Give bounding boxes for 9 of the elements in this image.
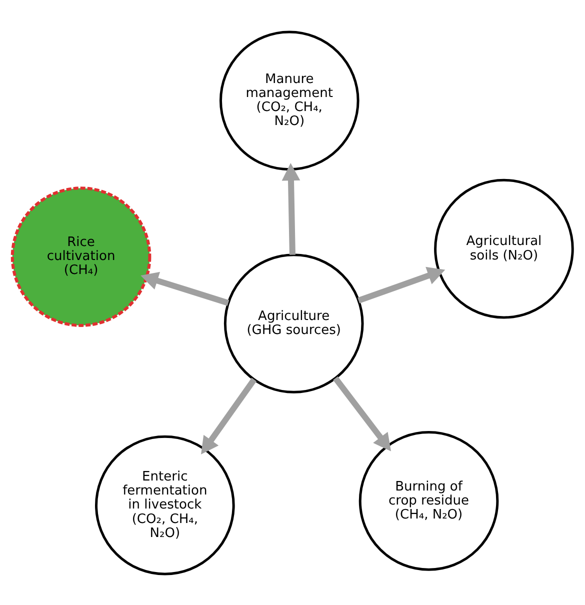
node-circle: Rice cultivation (CH₄) bbox=[10, 186, 152, 326]
arrow bbox=[201, 377, 257, 454]
arrow bbox=[282, 162, 300, 254]
arrow bbox=[333, 376, 392, 451]
node-circle: Manure management (CO₂, CH₄, N₂O) bbox=[219, 30, 360, 170]
arrow bbox=[358, 266, 446, 303]
arrow bbox=[140, 271, 230, 306]
node-circle: Agriculture (GHG sources) bbox=[224, 253, 364, 393]
node-circle: Agricultural soils (N₂O) bbox=[434, 178, 574, 318]
